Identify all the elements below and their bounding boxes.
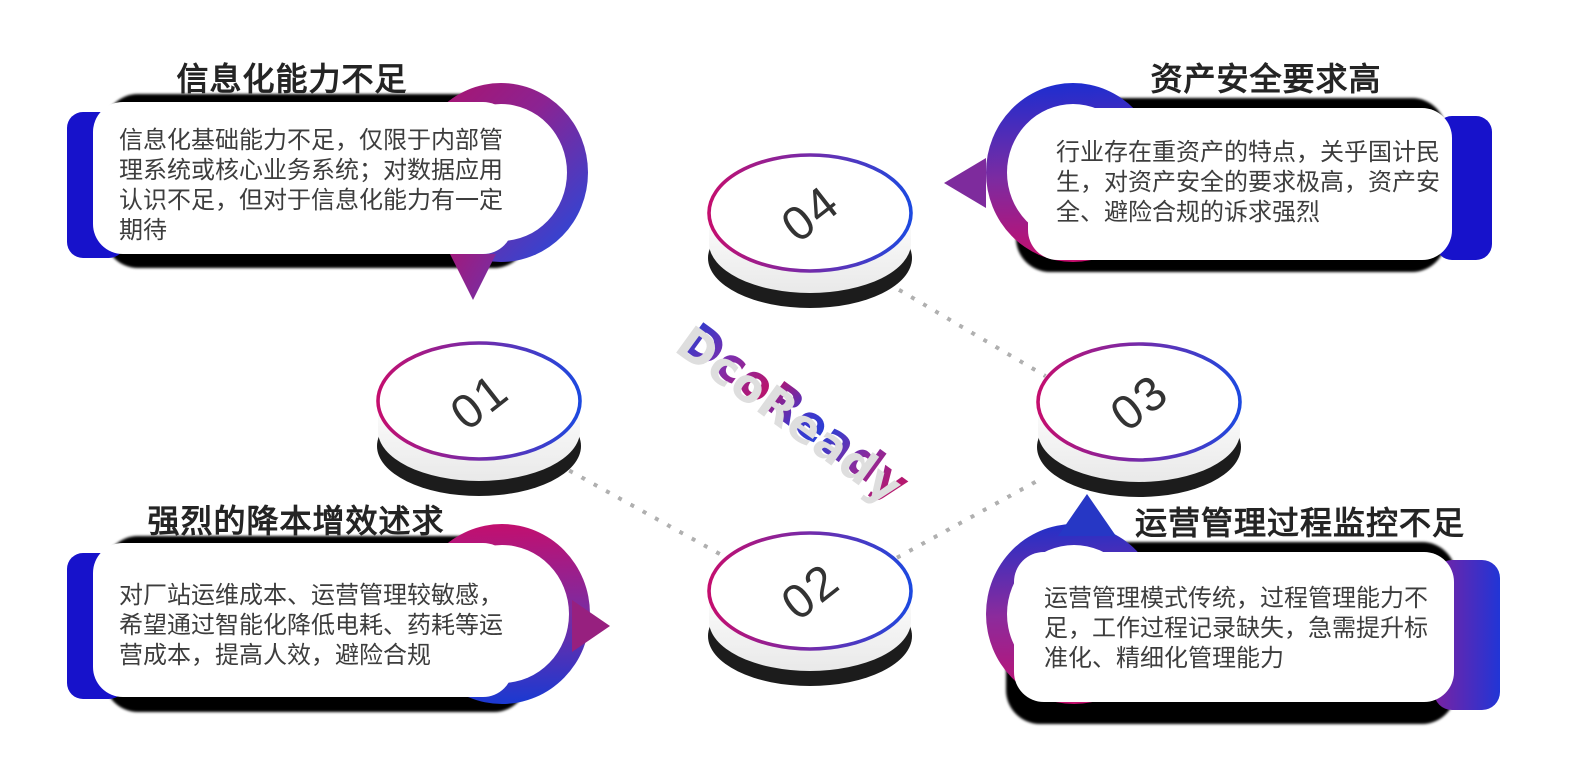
callout-body: 运营管理模式传统，过程管理能力不 足，工作过程记录缺失，急需提升标 准化、精细化…: [1044, 585, 1428, 672]
callout-tail-right: [572, 600, 610, 652]
callout-title: 资产安全要求高: [1150, 61, 1382, 97]
callout-box: 信息化基础能力不足，仅限于内部管 理系统或核心业务系统；对数据应用 认识不足，但…: [93, 102, 513, 254]
step-disc-04: 04: [707, 153, 913, 308]
callout-tail-down: [450, 254, 496, 300]
callout-box: 对厂站运维成本、运营管理较敏感， 希望通过智能化降低电耗、药耗等运 营成本，提高…: [93, 543, 513, 697]
callout-title: 运营管理过程监控不足: [1134, 505, 1466, 541]
logo: DcoReady DcoReady: [666, 312, 920, 515]
step-disc-03: 03: [1036, 342, 1242, 497]
callout-box: 行业存在重资产的特点，关乎国计民 生，对资产安全的要求极高，资产安 全、避险合规…: [1028, 108, 1452, 260]
step-disc-02: 02: [707, 531, 913, 686]
callout-title: 信息化能力不足: [176, 61, 408, 97]
callout-box: 运营管理模式传统，过程管理能力不 足，工作过程记录缺失，急需提升标 准化、精细化…: [1014, 552, 1454, 702]
step-disc-01: 01: [376, 341, 582, 496]
logo-text-depth: DcoReady: [666, 315, 913, 516]
callout-body: 对厂站运维成本、运营管理较敏感， 希望通过智能化降低电耗、药耗等运 营成本，提高…: [119, 582, 503, 669]
callout-body: 行业存在重资产的特点，关乎国计民 生，对资产安全的要求极高，资产安 全、避险合规…: [1056, 139, 1440, 226]
callout-title: 强烈的降本增效述求: [147, 503, 445, 539]
callout-body: 信息化基础能力不足，仅限于内部管 理系统或核心业务系统；对数据应用 认识不足，但…: [119, 127, 503, 244]
callout-tail-left: [944, 158, 986, 208]
